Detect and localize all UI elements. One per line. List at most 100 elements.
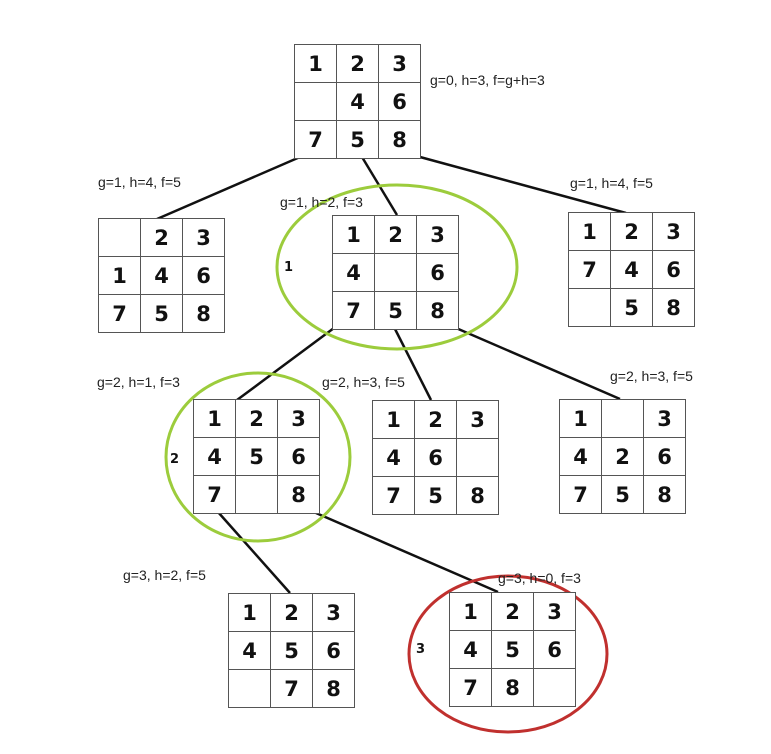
tile: 2 <box>271 594 313 632</box>
tile: 5 <box>415 477 457 515</box>
tile: 2 <box>492 593 534 631</box>
node-label-level1-middle: g=1, h=2, f=3 <box>280 194 363 210</box>
tile: 4 <box>611 251 653 289</box>
tile: 3 <box>379 45 421 83</box>
tile: 7 <box>569 251 611 289</box>
tile: 8 <box>379 121 421 159</box>
tile: 7 <box>450 669 492 707</box>
tile: 4 <box>450 631 492 669</box>
blank-tile <box>295 83 337 121</box>
tile: 2 <box>611 213 653 251</box>
tile: 6 <box>183 257 225 295</box>
node-label-level2-right: g=2, h=3, f=5 <box>610 368 693 384</box>
tile: 8 <box>417 292 459 330</box>
tile: 4 <box>373 439 415 477</box>
node-label-level1-right: g=1, h=4, f=5 <box>570 175 653 191</box>
edge-l1b-l2c <box>455 326 621 401</box>
node-label-level3-right: g=3, h=0, f=3 <box>498 570 581 586</box>
tile: 1 <box>229 594 271 632</box>
tile: 2 <box>236 400 278 438</box>
tile: 6 <box>278 438 320 476</box>
tile: 3 <box>183 219 225 257</box>
tile: 5 <box>271 632 313 670</box>
tile: 5 <box>375 292 417 330</box>
tile: 5 <box>492 631 534 669</box>
tile: 4 <box>560 438 602 476</box>
tile: 4 <box>194 438 236 476</box>
tile: 3 <box>653 213 695 251</box>
edge-root-l1c <box>419 155 627 215</box>
edge-l2a-l3a <box>217 511 291 594</box>
tile: 6 <box>644 438 686 476</box>
tile: 2 <box>141 219 183 257</box>
tile: 1 <box>295 45 337 83</box>
tile: 3 <box>417 216 459 254</box>
tile: 4 <box>141 257 183 295</box>
tile: 7 <box>295 121 337 159</box>
node-label-level3-left: g=3, h=2, f=5 <box>123 567 206 583</box>
tile: 7 <box>560 476 602 514</box>
step-number-2: 2 <box>170 452 180 467</box>
tile: 1 <box>373 401 415 439</box>
tile: 8 <box>278 476 320 514</box>
tile: 2 <box>375 216 417 254</box>
tile: 7 <box>373 477 415 515</box>
node-label-level2-middle: g=2, h=3, f=5 <box>322 374 405 390</box>
tile: 5 <box>611 289 653 327</box>
tile: 6 <box>379 83 421 121</box>
tile: 6 <box>653 251 695 289</box>
tile: 3 <box>457 401 499 439</box>
step-number-3: 3 <box>416 642 426 657</box>
highlight-ellipse-red <box>407 574 609 734</box>
blank-tile <box>457 439 499 477</box>
node-label-root: g=0, h=3, f=g+h=3 <box>430 72 545 88</box>
tile: 8 <box>653 289 695 327</box>
tile: 3 <box>534 593 576 631</box>
tile: 7 <box>333 292 375 330</box>
tile: 2 <box>415 401 457 439</box>
blank-tile <box>375 254 417 292</box>
tile: 8 <box>313 670 355 708</box>
tile: 6 <box>415 439 457 477</box>
highlight-ellipse-green <box>275 183 519 351</box>
tile: 6 <box>534 631 576 669</box>
tile: 4 <box>337 83 379 121</box>
tile: 7 <box>194 476 236 514</box>
tile: 4 <box>333 254 375 292</box>
blank-tile <box>534 669 576 707</box>
tile: 3 <box>278 400 320 438</box>
node-label-level1-left: g=1, h=4, f=5 <box>98 174 181 190</box>
tile: 2 <box>602 438 644 476</box>
tile: 7 <box>271 670 313 708</box>
tile: 1 <box>333 216 375 254</box>
tile: 5 <box>236 438 278 476</box>
blank-tile <box>602 400 644 438</box>
highlight-ellipse-green <box>164 371 352 543</box>
edge-l1b-l2a <box>236 326 335 402</box>
edge-l2a-l3b <box>315 511 499 594</box>
tile: 1 <box>569 213 611 251</box>
tile: 6 <box>313 632 355 670</box>
tile: 2 <box>337 45 379 83</box>
step-number-1: 1 <box>284 260 294 275</box>
tile: 8 <box>644 476 686 514</box>
blank-tile <box>236 476 278 514</box>
blank-tile <box>99 219 141 257</box>
tile: 8 <box>183 295 225 333</box>
tile: 4 <box>229 632 271 670</box>
edge-l1b-l2b <box>393 328 433 401</box>
tile: 8 <box>492 669 534 707</box>
tile: 1 <box>560 400 602 438</box>
blank-tile <box>569 289 611 327</box>
tile: 1 <box>450 593 492 631</box>
